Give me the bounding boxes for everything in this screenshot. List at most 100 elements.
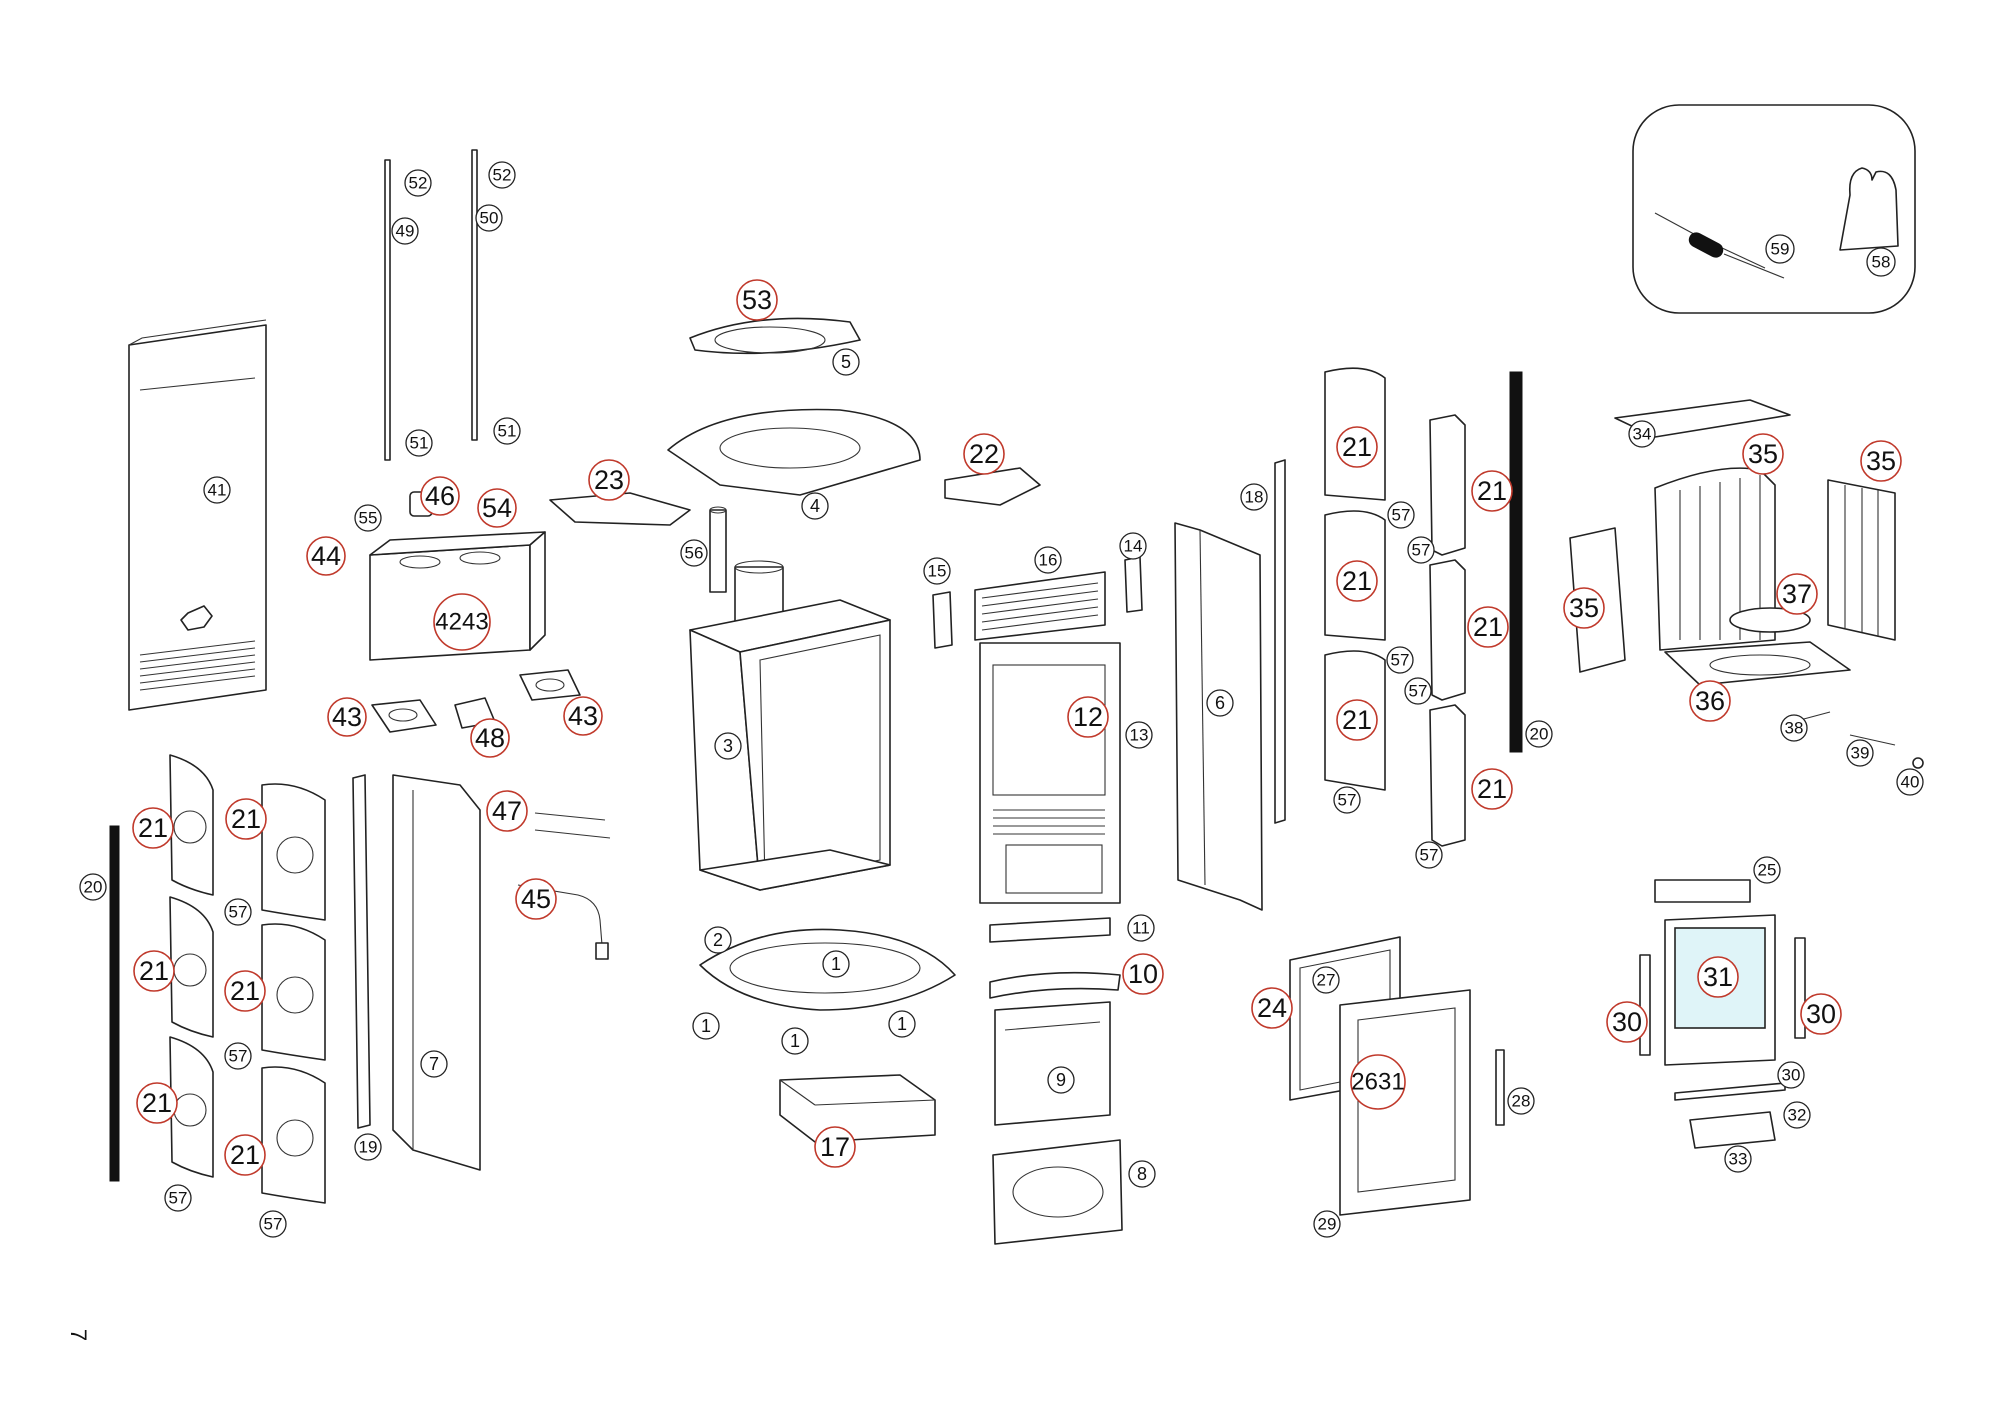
- callout-label: 55: [359, 509, 378, 528]
- callout-circle: [1753, 856, 1781, 884]
- callout-circle: [1800, 993, 1842, 1035]
- callout-circle: [1336, 699, 1378, 741]
- callout-18: 18: [1240, 483, 1268, 511]
- side-tiles-left: [109, 754, 326, 1204]
- callout-circle: [1896, 768, 1924, 796]
- callout-circle: [1333, 786, 1361, 814]
- callout-circle: [1525, 720, 1553, 748]
- callout-circle: [1866, 247, 1896, 277]
- callout-1: 1: [888, 1010, 916, 1038]
- callout-21: 21: [225, 798, 267, 840]
- callout-label: 43: [568, 701, 598, 731]
- callout-label: 47: [492, 796, 522, 826]
- callout-3: 3: [714, 732, 742, 760]
- callout-36: 36: [1689, 680, 1731, 722]
- callout-label: 21: [1477, 476, 1507, 506]
- callout-circle: [203, 476, 231, 504]
- callout-circle: [1404, 677, 1432, 705]
- callout-39: 39: [1846, 739, 1874, 767]
- callout-label: 1: [831, 954, 841, 974]
- callout-label: 22: [969, 439, 999, 469]
- callout-label: 21: [231, 804, 261, 834]
- callout-label: 21: [1477, 774, 1507, 804]
- callout-4: 4: [801, 492, 829, 520]
- callout-circle: [470, 718, 510, 758]
- callout-48: 48: [470, 718, 510, 758]
- callout-circle: [477, 488, 517, 528]
- callout-54: 54: [477, 488, 517, 528]
- callout-label: 59: [1771, 240, 1790, 259]
- callout-51: 51: [493, 417, 521, 445]
- callout-circle: [814, 1126, 856, 1168]
- callout-label: 35: [1866, 446, 1896, 476]
- callout-circle: [1125, 721, 1153, 749]
- callout-circle: [1783, 1101, 1811, 1129]
- callout-label: 16: [1039, 551, 1058, 570]
- callout-label: 2: [713, 930, 723, 950]
- callout-circle: [224, 1042, 252, 1070]
- body-frame: [689, 560, 891, 891]
- callout-label: 8: [1137, 1164, 1147, 1184]
- side-tiles-right: [1324, 367, 1523, 847]
- callout-label: 50: [480, 209, 499, 228]
- callout-circle: [1415, 841, 1443, 869]
- callout-label: 57: [1338, 791, 1357, 810]
- callout-circle: [1240, 483, 1268, 511]
- callout-label: 37: [1782, 579, 1812, 609]
- callout-label: 49: [396, 222, 415, 241]
- callout-circle: [680, 539, 708, 567]
- callout-circle: [1563, 587, 1605, 629]
- callout-10: 10: [1122, 953, 1164, 995]
- callout-label: 41: [208, 481, 227, 500]
- callout-label: 3: [723, 736, 733, 756]
- callout-21: 21: [132, 807, 174, 849]
- callout-circle: [692, 1012, 720, 1040]
- callout-43: 43: [327, 697, 367, 737]
- callout-label: 35: [1569, 593, 1599, 623]
- callout-57: 57: [1404, 677, 1432, 705]
- callout-29: 29: [1313, 1210, 1341, 1238]
- callout-circle: [404, 169, 432, 197]
- callout-21: 21: [1336, 560, 1378, 602]
- callout-16: 16: [1034, 546, 1062, 574]
- callout-label: 17: [820, 1132, 850, 1162]
- callout-circle: [1777, 1061, 1805, 1089]
- callout-circle: [420, 1050, 448, 1078]
- callout-37: 37: [1776, 573, 1818, 615]
- cables: [517, 812, 611, 960]
- callout-33: 33: [1724, 1145, 1752, 1173]
- callout-circle: [1776, 573, 1818, 615]
- callout-label: 21: [1342, 566, 1372, 596]
- callout-circle: [420, 476, 460, 516]
- callout-label: 57: [229, 1047, 248, 1066]
- callout-21: 21: [1336, 699, 1378, 741]
- callout-47: 47: [486, 790, 528, 832]
- callout-21: 21: [224, 970, 266, 1012]
- callout-circle: [1312, 966, 1340, 994]
- callout-circle: [714, 732, 742, 760]
- callout-20: 20: [79, 873, 107, 901]
- callout-19: 19: [354, 1133, 382, 1161]
- callout-circle: [563, 696, 603, 736]
- callout-35: 35: [1860, 440, 1902, 482]
- callout-2: 2: [704, 926, 732, 954]
- callout-circle: [1407, 536, 1435, 564]
- callout-label: 32: [1788, 1106, 1807, 1125]
- callout-circle: [1128, 1160, 1156, 1188]
- callout-21: 21: [224, 1134, 266, 1176]
- callout-circle: [1628, 420, 1656, 448]
- callout-label: 30: [1806, 999, 1836, 1029]
- callout-label: 52: [493, 166, 512, 185]
- callout-label: 38: [1785, 719, 1804, 738]
- callout-label: 4243: [435, 609, 488, 636]
- callout-57: 57: [224, 898, 252, 926]
- callout-label: 57: [1409, 682, 1428, 701]
- firebox-liners: [1569, 399, 1924, 769]
- callout-label: 21: [230, 1140, 260, 1170]
- callout-57: 57: [1407, 536, 1435, 564]
- side-panel: [1174, 459, 1286, 911]
- callout-label: 46: [425, 481, 455, 511]
- callout-circle: [164, 1184, 192, 1212]
- callout-circle: [1606, 1001, 1648, 1043]
- callout-circle: [1251, 987, 1293, 1029]
